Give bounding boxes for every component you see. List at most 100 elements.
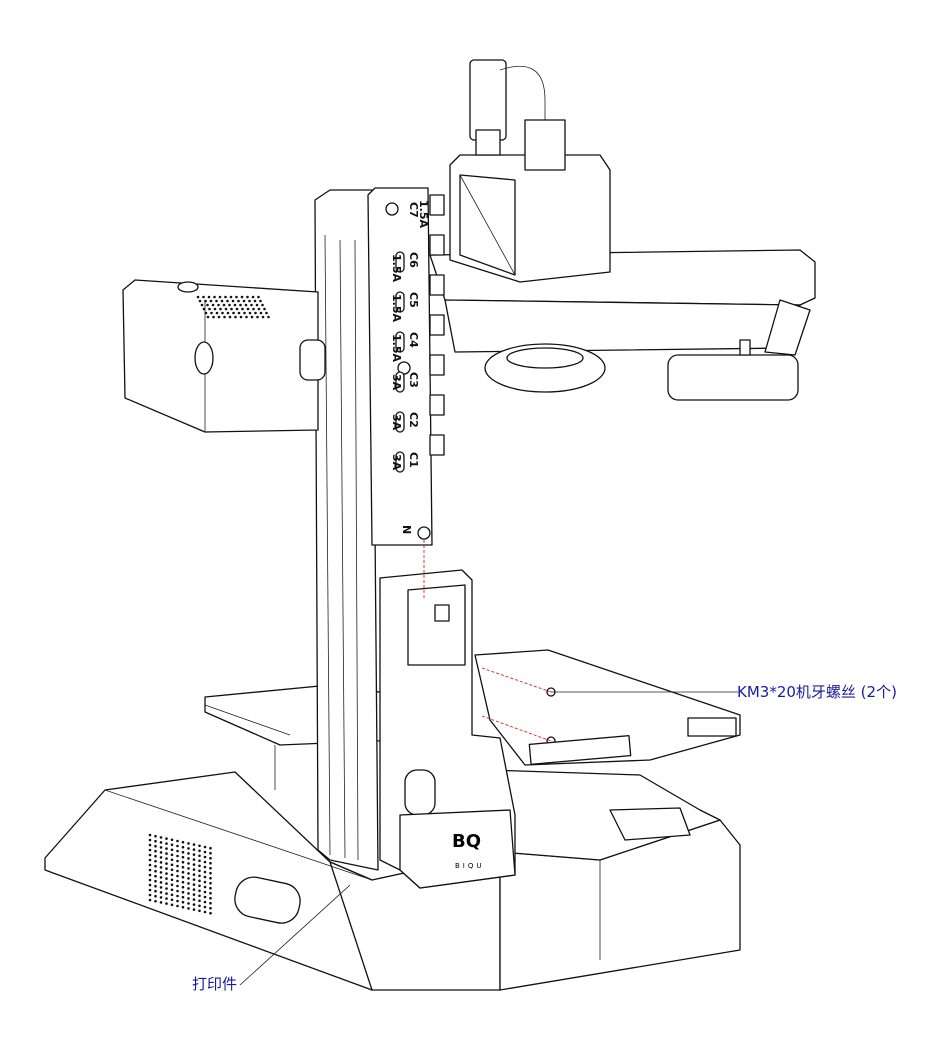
port-current-label: 3A <box>390 374 403 391</box>
vent-hole <box>176 879 179 883</box>
speaker-hole <box>221 311 224 315</box>
speaker-hole <box>202 307 206 311</box>
vent-hole <box>148 883 152 887</box>
usb-port <box>395 331 405 353</box>
vent-hole <box>181 870 185 874</box>
speaker-hole <box>215 299 218 303</box>
speaker-hole <box>228 303 231 307</box>
vent-hole <box>181 895 185 899</box>
vent-hole <box>159 881 163 884</box>
vent-hole <box>181 855 185 859</box>
vent-hole <box>203 865 207 869</box>
vent-hole <box>170 838 174 842</box>
vent-hole <box>203 910 207 914</box>
vent-hole <box>170 843 174 847</box>
port-current-label: 3A <box>390 414 403 431</box>
vent-hole <box>176 859 179 863</box>
speaker-hole <box>259 311 263 315</box>
speaker-hole <box>257 295 260 299</box>
speaker-hole <box>256 315 259 319</box>
speaker-hole <box>242 299 246 303</box>
vent-hole <box>154 894 157 898</box>
port-name-label: C3 <box>407 372 420 388</box>
vent-hole <box>170 863 174 867</box>
speaker-hole <box>250 303 253 307</box>
vent-hole <box>159 836 163 839</box>
vent-hole <box>148 878 152 882</box>
vent-hole <box>209 906 212 910</box>
vent-hole <box>154 869 157 873</box>
vent-hole <box>209 866 212 870</box>
vent-hole <box>192 898 196 901</box>
speaker-hole <box>240 295 244 299</box>
vent-hole <box>159 851 163 854</box>
vent-hole <box>170 893 174 897</box>
vent-hole <box>192 873 196 876</box>
vent-hole <box>165 837 168 840</box>
vent-grille <box>148 833 212 915</box>
vent-hole <box>192 893 196 896</box>
vent-hole <box>187 887 190 890</box>
vent-hole <box>148 853 152 857</box>
vent-hole <box>209 851 212 855</box>
vent-hole <box>170 853 174 857</box>
vent-hole <box>181 860 185 864</box>
vent-hole <box>192 883 196 886</box>
port-name-label: C5 <box>407 292 420 308</box>
speaker-hole <box>259 299 262 303</box>
speaker-hole <box>208 307 211 311</box>
vent-hole <box>176 839 179 843</box>
vent-hole <box>187 862 190 865</box>
speaker-hole <box>226 299 229 303</box>
vent-hole <box>165 867 168 870</box>
vent-hole <box>187 867 190 870</box>
speaker-hole <box>220 299 224 303</box>
vent-hole <box>165 857 168 860</box>
vent-hole <box>192 848 196 851</box>
vent-hole <box>176 844 179 848</box>
speaker-hole <box>217 303 220 307</box>
speaker-hole <box>222 303 226 307</box>
board-bottom-label: N <box>400 525 413 534</box>
speaker-hole <box>230 307 233 311</box>
speaker-hole <box>224 307 228 311</box>
speaker-hole <box>204 299 207 303</box>
speaker-hole <box>209 299 213 303</box>
vent-hole <box>198 879 201 883</box>
speaker-hole <box>237 299 240 303</box>
vent-hole <box>203 905 207 909</box>
vent-hole <box>165 882 168 885</box>
vent-hole <box>192 908 196 911</box>
speaker-hole <box>198 299 202 303</box>
left-module-box <box>122 279 326 433</box>
vent-hole <box>154 879 157 883</box>
vent-hole <box>192 843 196 846</box>
vent-hole <box>170 858 174 862</box>
assembly-guides <box>423 540 552 742</box>
speaker-hole <box>223 315 226 319</box>
vent-hole <box>198 874 201 878</box>
vent-hole <box>209 891 212 895</box>
speaker-hole <box>212 315 215 319</box>
vent-hole <box>203 875 207 879</box>
vent-hole <box>198 869 201 873</box>
speaker-hole <box>215 311 219 315</box>
speaker-hole <box>243 311 246 315</box>
vent-hole <box>154 849 157 853</box>
vent-hole <box>159 861 163 864</box>
vent-hole <box>154 834 157 838</box>
vent-hole <box>203 895 207 899</box>
vent-hole <box>165 897 168 900</box>
speaker-hole <box>246 295 249 299</box>
speaker-hole <box>246 307 250 311</box>
base <box>44 745 741 991</box>
speaker-hole <box>202 295 205 299</box>
vent-hole <box>192 903 196 906</box>
vent-hole <box>159 841 163 844</box>
vent-hole <box>181 880 185 884</box>
vent-hole <box>187 872 190 875</box>
speaker-hole <box>244 303 248 307</box>
speaker-hole <box>267 315 270 319</box>
